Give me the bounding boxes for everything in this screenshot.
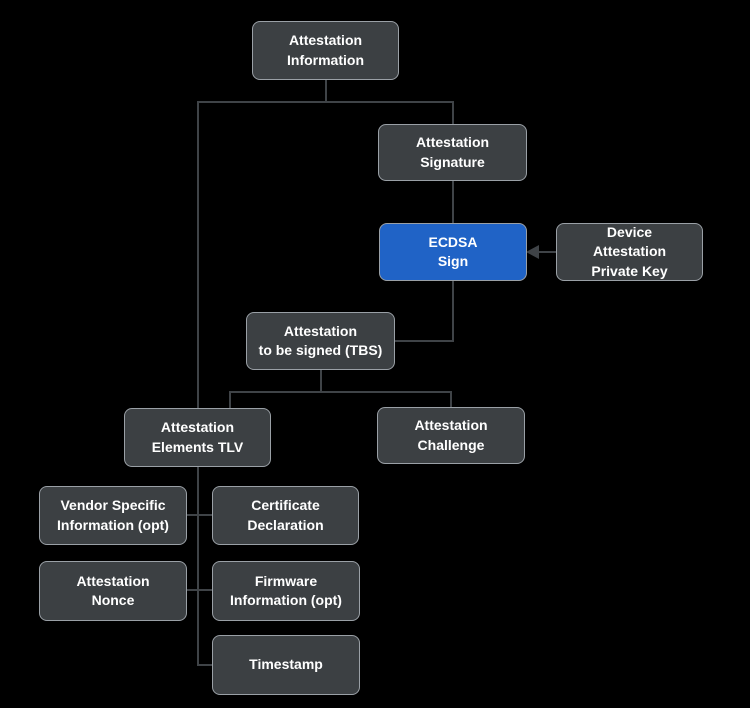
- connector-elements-tlv-spine: [197, 467, 199, 666]
- node-attestation-challenge: Attestation Challenge: [377, 407, 525, 464]
- connector-ecdsa-to-tbs-vertical: [452, 281, 454, 342]
- connector-vendor-certificate-stub: [187, 514, 212, 516]
- node-attestation-to-be-signed: Attestation to be signed (TBS): [246, 312, 395, 370]
- node-attestation-elements-tlv: Attestation Elements TLV: [124, 408, 271, 467]
- connector-private-key-to-ecdsa: [538, 251, 556, 253]
- node-firmware-information: Firmware Information (opt): [212, 561, 360, 621]
- node-timestamp: Timestamp: [212, 635, 360, 695]
- node-certificate-declaration: Certificate Declaration: [212, 486, 359, 545]
- node-attestation-signature: Attestation Signature: [378, 124, 527, 181]
- connector-branch-to-signature: [452, 101, 454, 124]
- connector-ecdsa-to-tbs-horizontal: [395, 340, 454, 342]
- connector-branch-to-challenge: [450, 391, 452, 407]
- connector-branch-to-elements-tlv: [229, 391, 231, 408]
- connector-tbs-branch: [229, 391, 452, 393]
- node-attestation-information: Attestation Information: [252, 21, 399, 80]
- connector-information-branch: [197, 101, 454, 103]
- arrowhead-left-icon: [526, 245, 539, 259]
- node-ecdsa-sign: ECDSA Sign: [379, 223, 527, 281]
- connector-timestamp-stub: [197, 664, 212, 666]
- connector-signature-to-ecdsa: [452, 181, 454, 223]
- node-device-attestation-private-key: Device Attestation Private Key: [556, 223, 703, 281]
- node-attestation-nonce: Attestation Nonce: [39, 561, 187, 621]
- connector-information-branch-drop: [325, 80, 327, 103]
- connector-tbs-branch-drop: [320, 370, 322, 393]
- connector-information-to-elements-tlv: [197, 101, 199, 408]
- connector-nonce-firmware-stub: [187, 589, 212, 591]
- node-vendor-specific-information: Vendor Specific Information (opt): [39, 486, 187, 545]
